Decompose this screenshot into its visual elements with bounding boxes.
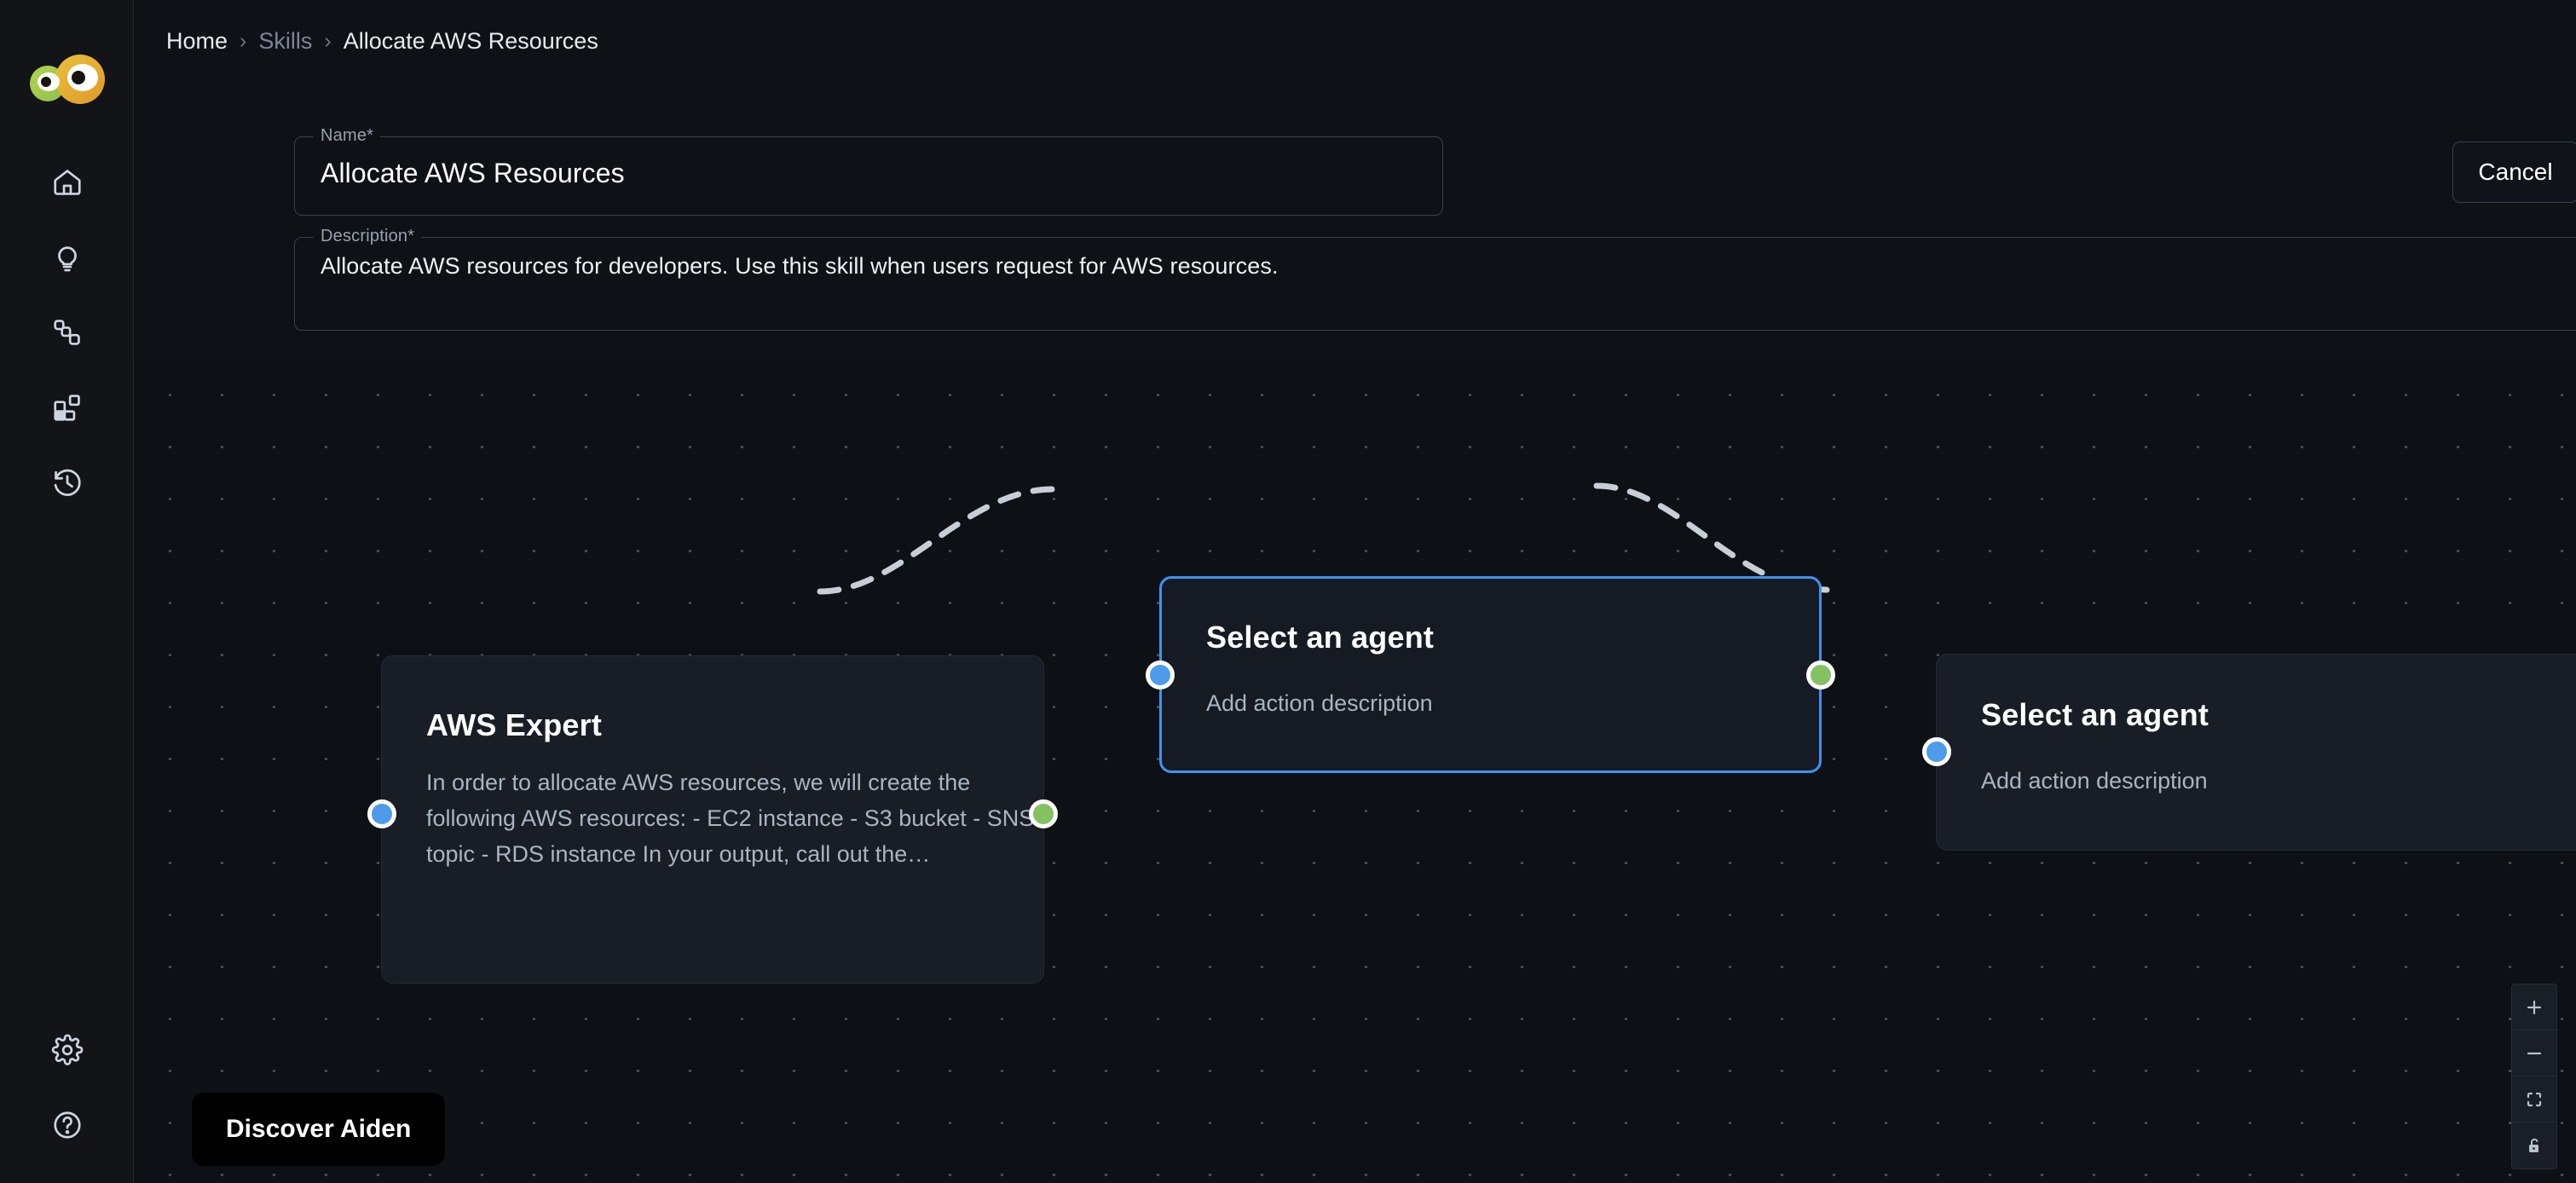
- sidebar-nav-bottom: [0, 1013, 134, 1163]
- flow-node-aws-expert[interactable]: AWS Expert In order to allocate AWS reso…: [367, 655, 1058, 984]
- node-input-handle[interactable]: [367, 799, 396, 828]
- name-field-label: Name*: [314, 126, 381, 146]
- name-field[interactable]: Name* Allocate AWS Resources: [294, 126, 1443, 216]
- main-content: Home › Skills › Allocate AWS Resources N…: [134, 0, 2576, 1183]
- chevron-right-icon: ›: [324, 28, 332, 53]
- help-circle-icon: [51, 1109, 84, 1141]
- zoom-out-button[interactable]: [2512, 1030, 2556, 1076]
- node-description: Add action description: [1206, 690, 1433, 716]
- sidebar-item-settings[interactable]: [0, 1013, 134, 1088]
- grid-blocks-icon: [51, 391, 84, 424]
- zoom-controls: [2511, 984, 2557, 1169]
- zoom-in-button[interactable]: [2512, 984, 2556, 1030]
- node-input-handle[interactable]: [1922, 737, 1951, 766]
- description-input[interactable]: Allocate AWS resources for developers. U…: [321, 253, 1279, 279]
- sidebar-item-help[interactable]: [0, 1088, 134, 1163]
- flow-canvas[interactable]: AWS Expert In order to allocate AWS reso…: [134, 361, 2576, 1183]
- flow-node-select-agent-1[interactable]: Select an agent Add action description: [1146, 576, 1835, 773]
- node-description: In order to allocate AWS resources, we w…: [426, 770, 1035, 867]
- edge-select-to-third: [1593, 482, 1830, 593]
- sidebar-item-home[interactable]: [0, 145, 134, 220]
- unlock-button[interactable]: [2512, 1122, 2556, 1169]
- gear-icon: [51, 1034, 84, 1066]
- description-field[interactable]: Description* Allocate AWS resources for …: [294, 227, 2576, 331]
- node-output-handle[interactable]: [1029, 799, 1058, 828]
- breadcrumb-item-current: Allocate AWS Resources: [343, 27, 598, 54]
- cancel-button[interactable]: Cancel: [2452, 141, 2576, 203]
- edge-aws-to-select: [817, 486, 1056, 595]
- sidebar-item-insights[interactable]: [0, 220, 134, 295]
- home-icon: [51, 166, 84, 199]
- chevron-right-icon: ›: [240, 28, 247, 53]
- sidebar-item-skills[interactable]: [0, 295, 134, 370]
- node-output-handle[interactable]: [1806, 661, 1835, 690]
- discover-aiden-tooltip: Discover Aiden: [192, 1093, 446, 1166]
- lightbulb-icon: [51, 241, 84, 274]
- history-clock-icon: [51, 466, 84, 499]
- flow-node-select-agent-2[interactable]: Select an agent Add action description: [1922, 654, 2576, 851]
- name-input[interactable]: Allocate AWS Resources: [321, 158, 625, 188]
- node-title: Select an agent: [1206, 620, 1435, 655]
- sidebar-item-apps[interactable]: [0, 370, 134, 445]
- sidebar-nav-top: [0, 145, 134, 520]
- aiden-eyes-logo[interactable]: [23, 49, 107, 113]
- sidebar-item-history[interactable]: [0, 445, 134, 520]
- breadcrumb-item-skills[interactable]: Skills: [258, 27, 313, 54]
- workflow-icon: [51, 316, 84, 349]
- fit-view-button[interactable]: [2512, 1076, 2556, 1122]
- description-field-label: Description*: [314, 227, 422, 246]
- node-title: AWS Expert: [426, 707, 603, 742]
- node-input-handle[interactable]: [1146, 661, 1175, 690]
- breadcrumb: Home › Skills › Allocate AWS Resources: [166, 26, 598, 56]
- node-title: Select an agent: [1981, 697, 2209, 732]
- sidebar: [0, 0, 134, 1183]
- node-description: Add action description: [1981, 768, 2208, 793]
- breadcrumb-item-home[interactable]: Home: [166, 27, 228, 54]
